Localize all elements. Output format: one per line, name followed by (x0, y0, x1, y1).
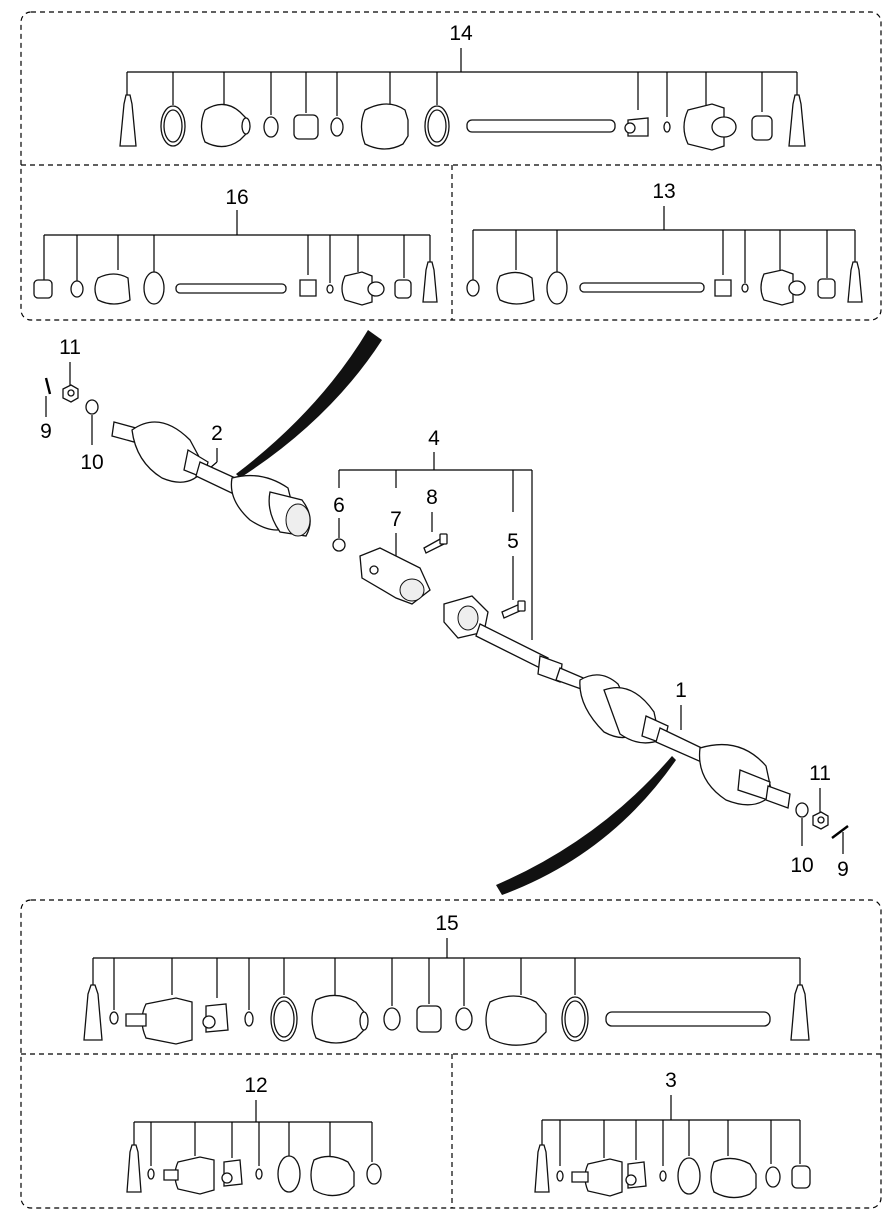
small-clamp-icon (263, 116, 279, 138)
grease-tube-icon (119, 94, 137, 147)
top-callout-wedge (236, 330, 382, 478)
kit-3: 3 (534, 1069, 811, 1199)
part-number-15: 15 (435, 912, 458, 935)
grease-tube-icon (788, 94, 806, 147)
part-number-5: 5 (507, 530, 519, 553)
housing-icon (760, 269, 794, 306)
part-number-10-left: 10 (80, 451, 103, 474)
bottom-callout-wedge (496, 756, 676, 895)
part-number-7: 7 (390, 508, 402, 531)
housing-icon (174, 1156, 215, 1195)
part-number-1: 1 (675, 679, 687, 702)
part-number-9-right: 9 (837, 858, 849, 881)
right-axle-assembly: 1 11 10 9 (443, 595, 849, 881)
grease-tube-icon (790, 984, 810, 1041)
o-ring-icon (332, 538, 346, 552)
grease-tube-icon (847, 261, 863, 303)
kit-15: 15 (83, 912, 810, 1046)
part-number-12: 12 (244, 1074, 267, 1097)
left-axle-assembly: 11 9 10 2 (40, 336, 311, 537)
part-number-16: 16 (225, 186, 248, 209)
bottom-kit-box (20, 899, 882, 1209)
axle-shaft-icon (475, 623, 549, 671)
part-number-14: 14 (449, 22, 473, 45)
kit-12: 12 (126, 1074, 382, 1197)
washer-icon (795, 802, 809, 818)
boot-icon (94, 273, 131, 305)
boot-icon (485, 995, 547, 1046)
part-number-9-left: 9 (40, 420, 52, 443)
kit-16: 16 (33, 186, 438, 306)
grease-tube-icon (126, 1144, 142, 1193)
housing-icon (584, 1158, 623, 1197)
shaft-icon (175, 283, 287, 294)
damper-icon (293, 114, 319, 140)
washer-icon (85, 399, 99, 415)
part-number-8: 8 (426, 486, 438, 509)
top-kit-box (20, 11, 882, 321)
shaft-icon (605, 1011, 771, 1027)
part-number-3: 3 (665, 1069, 677, 1092)
bearing-bracket-kit: 4 6 7 8 5 (332, 427, 533, 640)
bush-icon (751, 115, 773, 141)
boot-icon (360, 103, 409, 150)
part-number-2: 2 (211, 422, 223, 445)
kit-14: 14 (119, 22, 806, 151)
part-number-10-right: 10 (790, 854, 813, 877)
part-number-13: 13 (652, 180, 675, 203)
shaft-icon (466, 119, 616, 133)
grease-tube-icon (83, 984, 103, 1041)
splined-stub-icon (765, 785, 791, 809)
boot-icon (311, 994, 365, 1044)
part-number-11-right: 11 (809, 762, 831, 785)
boot-icon (310, 1155, 355, 1197)
boot-icon (200, 103, 247, 148)
part-number-6: 6 (333, 494, 345, 517)
kit-13: 13 (466, 180, 863, 306)
housing-icon (141, 997, 193, 1045)
part-number-4: 4 (428, 427, 440, 450)
part-number-11-left: 11 (59, 336, 81, 359)
snap-ring-icon (663, 121, 671, 133)
boot-icon (496, 271, 535, 305)
small-clamp-icon (330, 117, 344, 137)
boot-icon (710, 1157, 757, 1199)
grease-tube-icon (422, 261, 438, 303)
grease-tube-icon (534, 1144, 550, 1193)
shaft-icon (579, 282, 705, 293)
